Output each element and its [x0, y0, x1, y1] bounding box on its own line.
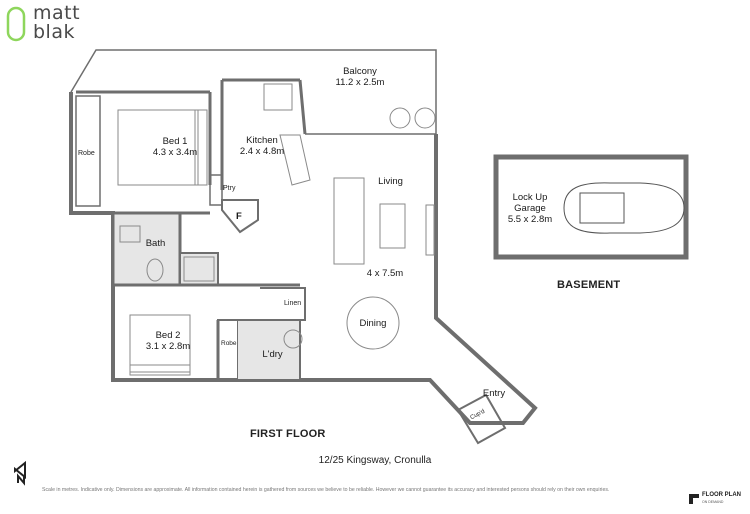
- kitchen-name: Kitchen: [246, 135, 278, 146]
- compass-letter: N: [22, 472, 23, 473]
- garage-name-2: Garage: [514, 203, 546, 214]
- garage-label: Lock Up Garage 5.5 x 2.8m: [505, 192, 555, 225]
- compass-icon: [14, 460, 26, 486]
- balcony-chair-2: [414, 107, 436, 129]
- pantry-box: [209, 174, 223, 206]
- bed2-label: Bed 2 3.1 x 2.8m: [138, 330, 198, 352]
- shower: [183, 256, 215, 282]
- linen-label: Linen: [284, 300, 302, 307]
- robe2-box: [217, 319, 239, 381]
- car-roof: [579, 192, 625, 224]
- garage-dims: 5.5 x 2.8m: [507, 214, 553, 225]
- garage-name-1: Lock Up: [512, 192, 548, 203]
- car-icon: [563, 182, 685, 234]
- robe2-label: Robe: [221, 340, 237, 347]
- pantry-label: Ptry: [223, 185, 236, 192]
- entry-label: Entry: [482, 388, 506, 399]
- laundry-label: L'dry: [262, 349, 283, 360]
- dining-label: Dining: [359, 318, 387, 329]
- balcony-label: Balcony 11.2 x 2.5m: [330, 66, 390, 88]
- robe1-label: Robe: [78, 150, 95, 157]
- bed1-bed: [117, 109, 199, 186]
- sofa: [333, 177, 365, 265]
- brand-line-2: blak: [33, 21, 75, 43]
- bed2-headboard: [129, 364, 191, 376]
- provider-name: FLOOR PLAN: [702, 492, 741, 498]
- fridge-box: [221, 199, 259, 234]
- shower-area: [179, 252, 219, 286]
- property-address: 12/25 Kingsway, Cronulla: [318, 455, 432, 466]
- bed1-headboard: [194, 109, 208, 186]
- bed1-name: Bed 1: [162, 136, 188, 147]
- provider-sub: ON DEMAND: [702, 500, 724, 504]
- tv-unit: [425, 204, 435, 256]
- linen-box: [260, 287, 306, 321]
- bed2-name: Bed 2: [155, 330, 181, 341]
- kitchen-dims: 2.4 x 4.8m: [239, 146, 285, 157]
- garage-outline: [493, 154, 689, 260]
- kitchen-label: Kitchen 2.4 x 4.8m: [232, 135, 292, 157]
- entry-cupboard: [456, 393, 507, 445]
- balcony-chair-1: [389, 107, 411, 129]
- bath-label: Bath: [145, 238, 166, 249]
- balcony-dims: 11.2 x 2.5m: [335, 77, 385, 88]
- toilet: [146, 258, 164, 282]
- living-label: Living: [378, 176, 403, 187]
- cooktop: [263, 83, 293, 111]
- kitchen-island: [279, 134, 311, 186]
- logo-mark-icon: [6, 6, 26, 42]
- dining-table: [346, 296, 400, 350]
- brand-logo: matt blak: [6, 3, 116, 43]
- bed2-dims: 3.1 x 2.8m: [145, 341, 191, 352]
- balcony-outline: [70, 49, 437, 135]
- living-dims-label: 4 x 7.5m: [366, 268, 404, 279]
- bath-floor: [111, 211, 182, 287]
- laundry-tub: [283, 329, 303, 349]
- first-floor-title: FIRST FLOOR: [250, 428, 326, 440]
- bed2-bed: [129, 314, 191, 373]
- bed1-label: Bed 1 4.3 x 3.4m: [145, 136, 205, 158]
- disclaimer-text: Scale in metres. Indicative only. Dimens…: [42, 487, 610, 493]
- brand-line-1: matt: [33, 2, 81, 24]
- outer-wall: [69, 92, 538, 425]
- robe1-box: [75, 95, 101, 207]
- floorplan-provider-logo: FLOOR PLAN ON DEMAND: [688, 490, 748, 510]
- coffee-table: [379, 203, 406, 249]
- basement-title: BASEMENT: [557, 279, 621, 291]
- kitchen-right-wall: [298, 79, 307, 135]
- vanity: [119, 225, 141, 243]
- balcony-name: Balcony: [343, 66, 377, 77]
- provider-logo-icon: [689, 494, 699, 504]
- bed1-dims: 4.3 x 3.4m: [152, 147, 198, 158]
- fridge-label: F: [236, 211, 242, 222]
